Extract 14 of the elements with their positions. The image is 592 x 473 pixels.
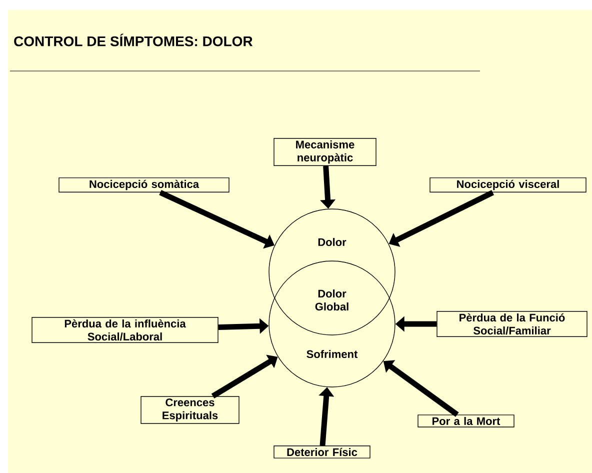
circle-label: Sofriment [306,350,358,358]
title: CONTROL DE SÍMPTOMES: DOLOR [14,34,253,46]
circle-label: Dolor [318,238,346,246]
circle [268,260,396,388]
circle [268,208,396,336]
text-box: Por a la Mort [418,414,514,428]
text-box: Creences Espirituals [140,396,240,424]
text-box: Pèrdua de la Funció Social/Familiar [436,310,588,337]
text-box: Deterior Físic [274,446,370,458]
text-box: Pèrdua de la influència Social/Laboral [32,316,218,343]
overlap-label: Dolor Global [315,289,348,311]
text-box: Mecanisme neuropàtic [274,138,376,166]
text-box: Nocicepció visceral [430,177,586,192]
text-box: Nocicepció somàtica [58,177,230,192]
